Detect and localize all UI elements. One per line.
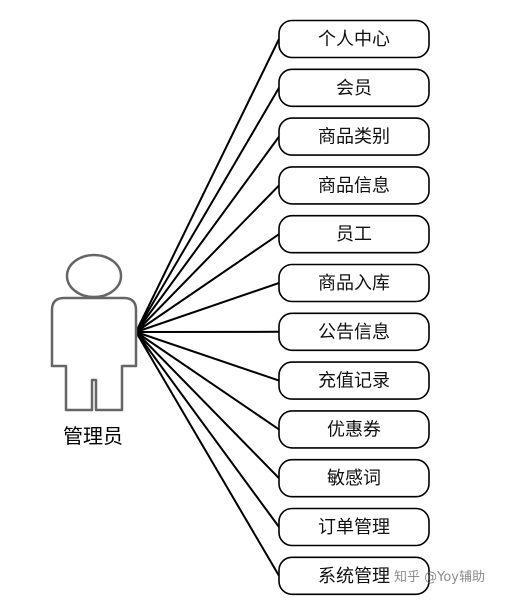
association-lines	[135, 38, 280, 577]
use-case-box	[278, 166, 430, 205]
watermark: 知乎 @Yoy辅助	[394, 570, 485, 585]
use-case-box	[278, 507, 430, 547]
association-line	[135, 87, 280, 333]
use-case-node: 订单管理	[278, 507, 430, 547]
association-line	[135, 331, 280, 577]
use-case-box	[278, 556, 430, 596]
use-case-label: 订单管理	[318, 517, 390, 538]
use-case-label: 公告信息	[318, 322, 390, 343]
use-case-node: 商品入库	[278, 263, 430, 303]
use-case-label: 商品类别	[318, 127, 390, 148]
use-case-label: 商品入库	[318, 273, 390, 294]
use-case-box	[278, 312, 430, 352]
association-line	[135, 282, 280, 333]
association-line	[135, 331, 280, 382]
use-case-node: 敏感词	[278, 458, 430, 498]
use-case-list: 个人中心会员商品类别商品信息员工商品入库公告信息充值记录优惠券敏感词订单管理系统…	[278, 19, 430, 596]
use-case-node: 商品类别	[278, 117, 430, 156]
use-case-node: 员工	[278, 214, 430, 254]
use-case-box	[278, 458, 430, 498]
use-case-label: 优惠券	[327, 419, 381, 440]
use-case-node: 充值记录	[278, 361, 430, 400]
use-case-label: 会员	[336, 78, 372, 99]
use-case-node: 系统管理	[278, 556, 430, 596]
actor-body	[50, 296, 138, 412]
use-case-node: 公告信息	[278, 312, 430, 352]
association-line	[135, 331, 280, 528]
use-case-label: 系统管理	[318, 566, 390, 587]
actor-label: 管理员	[63, 424, 123, 448]
association-line	[135, 38, 280, 333]
use-case-label: 员工	[336, 224, 372, 245]
actor-figure: 管理员	[50, 253, 138, 448]
actor-head	[65, 253, 123, 299]
use-case-label: 敏感词	[327, 468, 381, 489]
association-line	[135, 136, 280, 333]
use-case-box	[278, 19, 430, 59]
use-case-node: 会员	[278, 68, 430, 108]
use-case-box	[278, 410, 430, 449]
use-case-box	[278, 117, 430, 156]
association-line	[135, 331, 280, 479]
use-case-label: 商品信息	[318, 175, 390, 196]
use-case-node: 优惠券	[278, 410, 430, 449]
use-case-label: 充值记录	[318, 371, 390, 392]
use-case-label: 个人中心	[318, 29, 390, 50]
use-case-box	[278, 68, 430, 108]
use-case-node: 个人中心	[278, 19, 430, 59]
association-line	[135, 184, 280, 333]
use-case-box	[278, 263, 430, 303]
use-case-box	[278, 361, 430, 400]
association-line	[135, 331, 280, 431]
association-line	[135, 233, 280, 333]
use-case-node: 商品信息	[278, 166, 430, 205]
use-case-box	[278, 214, 430, 254]
